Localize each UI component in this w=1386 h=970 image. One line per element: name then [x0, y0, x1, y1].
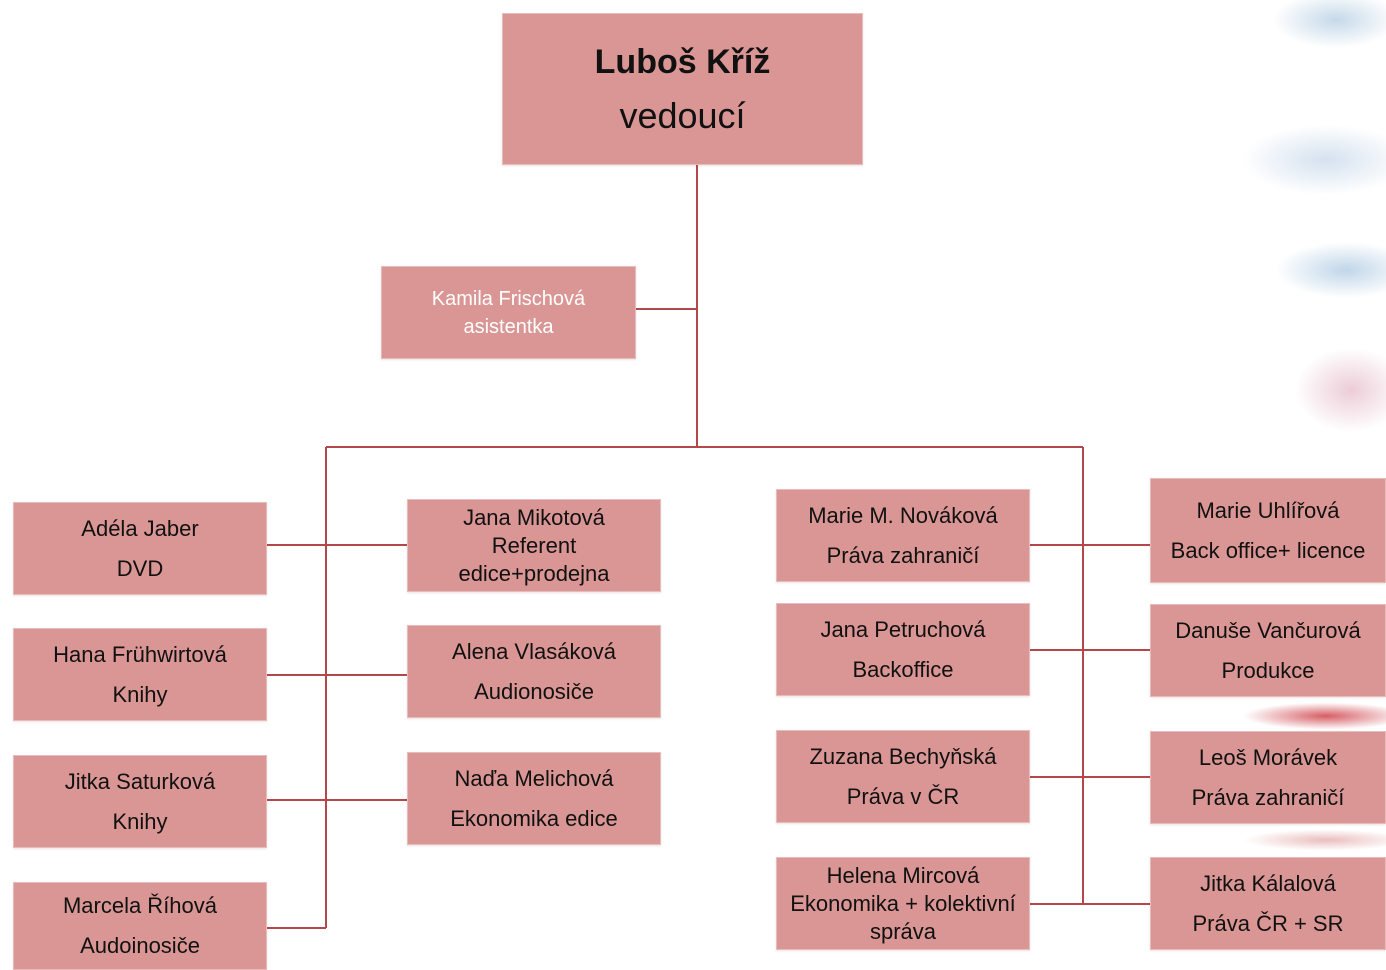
node-role: Produkce: [1221, 657, 1315, 683]
node-name: Marie M. Nováková: [808, 502, 998, 528]
node-col1-1: Adéla Jaber DVD: [13, 502, 267, 595]
node-col1-3: Jitka Saturková Knihy: [13, 755, 267, 848]
node-col4-3: Leoš Morávek Práva zahraničí: [1150, 731, 1386, 824]
node-head: Luboš Kříž vedoucí: [502, 13, 863, 165]
node-name: Marcela Říhová: [62, 893, 218, 918]
node-name: Jana Mikotová: [463, 504, 605, 530]
node-role: Back office+ licence: [1170, 537, 1366, 563]
node-role: Referent: [491, 532, 577, 558]
node-role: Práva zahraničí: [826, 542, 980, 568]
node-name: Danuše Vančurová: [1175, 617, 1361, 643]
node-name: Kamila Frischová: [431, 287, 586, 310]
node-col1-2: Hana Frühwirtová Knihy: [13, 628, 267, 721]
node-name: Hana Frühwirtová: [53, 641, 227, 667]
node-role: Knihy: [112, 681, 168, 707]
node-col3-4: Helena Mircová Ekonomika + kolektivní sp…: [776, 857, 1030, 950]
node-col3-1: Marie M. Nováková Práva zahraničí: [776, 489, 1030, 582]
node-name: Zuzana Bechyňská: [809, 743, 997, 769]
node-name: Jitka Saturková: [64, 768, 216, 794]
node-role: Práva zahraničí: [1191, 784, 1345, 810]
node-col3-2: Jana Petruchová Backoffice: [776, 603, 1030, 696]
node-name: Adéla Jaber: [81, 515, 199, 541]
node-name: Jana Petruchová: [820, 616, 986, 642]
node-name: Marie Uhlířová: [1196, 497, 1340, 523]
node-role: Knihy: [112, 808, 168, 834]
node-role: Práva v ČR: [846, 783, 960, 809]
node-role-line-2: správa: [869, 918, 937, 944]
node-col2-2: Alena Vlasáková Audionosiče: [407, 625, 661, 718]
node-col4-4: Jitka Kálalová Práva ČR + SR: [1150, 857, 1386, 950]
node-role: DVD: [116, 555, 164, 581]
node-col2-1: Jana Mikotová Referent edice+prodejna: [407, 499, 661, 592]
node-role-line-2: edice+prodejna: [458, 560, 610, 586]
node-assistant: Kamila Frischová asistentka: [381, 266, 636, 359]
node-role: Audionosiče: [474, 678, 594, 704]
node-name: Leoš Morávek: [1198, 744, 1338, 770]
node-role: Práva ČR + SR: [1192, 910, 1344, 936]
node-role: vedoucí: [619, 95, 746, 136]
node-role: Backoffice: [852, 656, 954, 682]
node-col1-4: Marcela Říhová Audoinosiče: [13, 882, 267, 970]
node-role: Audoinosiče: [80, 933, 200, 958]
node-name: Helena Mircová: [826, 862, 980, 888]
node-col2-3: Naďa Melichová Ekonomika edice: [407, 752, 661, 845]
node-role: asistentka: [463, 315, 554, 338]
node-col4-2: Danuše Vančurová Produkce: [1150, 604, 1386, 697]
node-col4-1: Marie Uhlířová Back office+ licence: [1150, 478, 1386, 583]
node-name: Alena Vlasáková: [452, 638, 616, 664]
node-name: Luboš Kříž: [594, 43, 771, 81]
node-name: Naďa Melichová: [454, 765, 614, 791]
node-role: Ekonomika + kolektivní: [790, 890, 1016, 916]
node-role: Ekonomika edice: [450, 805, 618, 831]
node-name: Jitka Kálalová: [1200, 870, 1336, 896]
node-col3-3: Zuzana Bechyňská Práva v ČR: [776, 730, 1030, 823]
